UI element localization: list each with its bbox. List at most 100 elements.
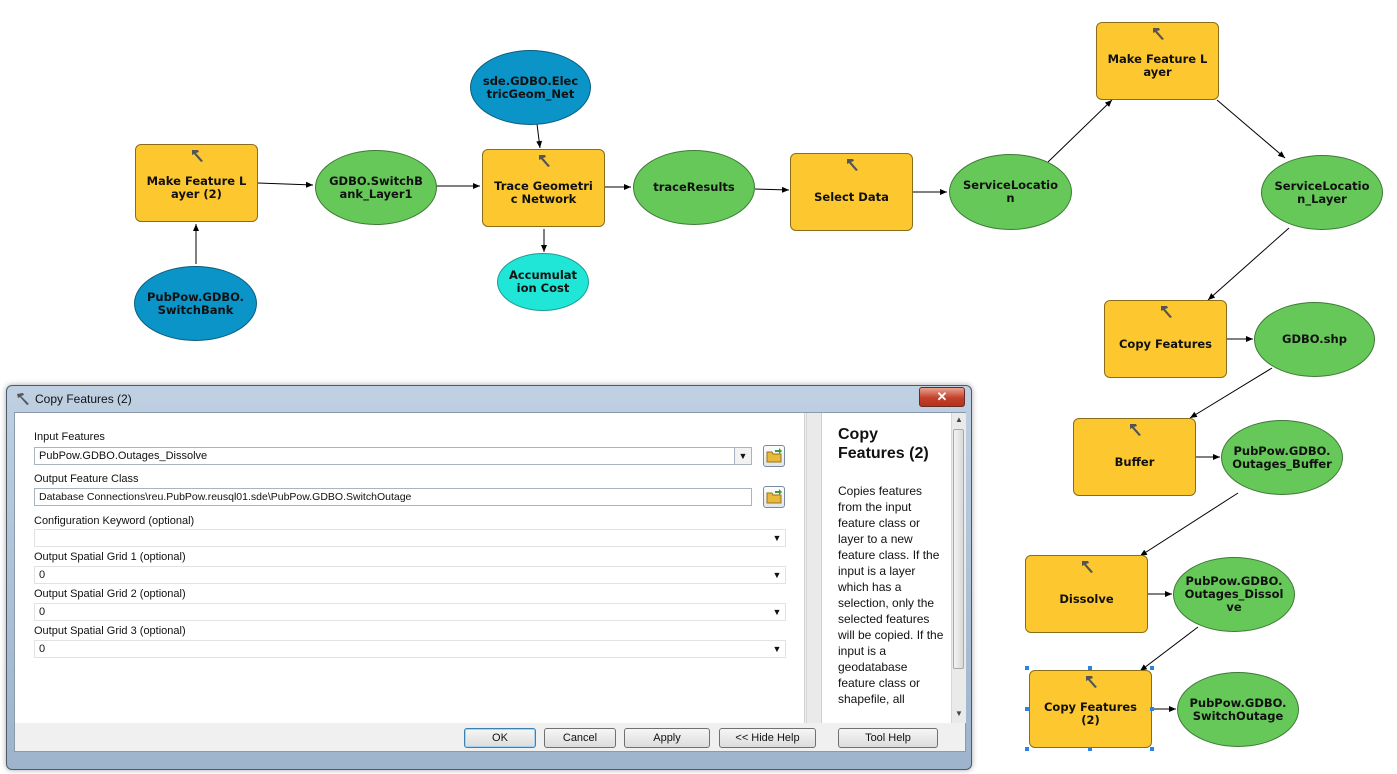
dropdown-arrow-icon[interactable]: ▼: [734, 448, 751, 464]
help-scrollbar[interactable]: ▲ ▼: [951, 413, 966, 723]
selection-handle[interactable]: [1088, 747, 1092, 751]
node-label: Make Feature Layer: [1107, 52, 1208, 79]
node-label: sde.GDBO.ElectricGeom_Net: [482, 73, 579, 101]
input-features-value: PubPow.GDBO.Outages_Dissolve: [39, 450, 208, 462]
tool-dissolve[interactable]: Dissolve: [1025, 555, 1148, 633]
config-keyword-label: Configuration Keyword (optional): [34, 515, 195, 527]
hammer-icon: [846, 159, 858, 171]
input-features-label: Input Features: [34, 431, 105, 443]
help-title: Copy Features (2): [838, 426, 929, 462]
hammer-icon: [538, 155, 550, 167]
data-gdbo-shp[interactable]: GDBO.shp: [1254, 302, 1375, 377]
hammer-icon: [1160, 306, 1172, 318]
data-service-location[interactable]: ServiceLocation: [949, 154, 1072, 230]
copy-features-dialog: Copy Features (2) ✕ Input Features PubPo…: [6, 385, 972, 770]
cancel-button[interactable]: Cancel: [544, 728, 616, 748]
browse-input-button[interactable]: [763, 445, 785, 467]
grid2-combo[interactable]: 0 ▼: [34, 603, 786, 621]
node-label: PubPow.GDBO.SwitchOutage: [1189, 695, 1287, 723]
dropdown-arrow-icon[interactable]: ▼: [772, 570, 782, 580]
scroll-up-icon[interactable]: ▲: [955, 415, 963, 424]
data-switch-outage[interactable]: PubPow.GDBO.SwitchOutage: [1177, 672, 1299, 747]
connector: [754, 186, 790, 193]
node-label: Copy Features: [1118, 336, 1213, 351]
input-features-combo[interactable]: PubPow.GDBO.Outages_Dissolve ▼: [34, 447, 752, 465]
ok-button[interactable]: OK: [464, 728, 536, 748]
dropdown-arrow-icon[interactable]: ▼: [772, 533, 782, 543]
node-label: Accumulation Cost: [508, 268, 578, 295]
grid3-combo[interactable]: 0 ▼: [34, 640, 786, 658]
connector: [1139, 626, 1199, 672]
node-label: Make Feature Layer (2): [146, 174, 247, 201]
hammer-icon: [1085, 676, 1097, 688]
tool-make-feature-layer-2[interactable]: Make Feature Layer (2): [135, 144, 258, 222]
close-button[interactable]: ✕: [919, 387, 965, 407]
selection-handle[interactable]: [1025, 707, 1029, 711]
form-scrollbar[interactable]: [806, 413, 821, 723]
grid2-label: Output Spatial Grid 2 (optional): [34, 588, 186, 600]
node-label: PubPow.GDBO.Outages_Dissolve: [1184, 574, 1284, 614]
selection-handle[interactable]: [1025, 747, 1029, 751]
folder-icon: [766, 489, 782, 504]
data-trace-results[interactable]: traceResults: [633, 150, 755, 225]
selection-handle[interactable]: [1150, 747, 1154, 751]
browse-output-button[interactable]: [763, 486, 785, 508]
scroll-thumb[interactable]: [953, 429, 964, 669]
data-outages-dissolve[interactable]: PubPow.GDBO.Outages_Dissolve: [1173, 557, 1295, 632]
tool-buffer[interactable]: Buffer: [1073, 418, 1196, 496]
connector: [1216, 99, 1286, 159]
node-label: Buffer: [1114, 454, 1155, 469]
tool-copy-features[interactable]: Copy Features: [1104, 300, 1227, 378]
dropdown-arrow-icon[interactable]: ▼: [772, 607, 782, 617]
config-keyword-combo[interactable]: ▼: [34, 529, 786, 547]
node-label: PubPow.GDBO.Outages_Buffer: [1232, 443, 1332, 471]
help-text: Copies features from the input feature c…: [838, 484, 944, 706]
grid1-value: 0: [39, 569, 46, 581]
tool-help-button[interactable]: Tool Help: [838, 728, 938, 748]
grid3-value: 0: [39, 643, 46, 655]
node-label: Dissolve: [1059, 591, 1114, 606]
tool-make-feature-layer[interactable]: Make Feature Layer: [1096, 22, 1219, 100]
hammer-icon: [191, 150, 203, 162]
connector: [1047, 99, 1113, 163]
data-pubpow-switchbank[interactable]: PubPow.GDBO.SwitchBank: [134, 266, 257, 341]
help-pane: Copy Features (2) Copies features from t…: [821, 413, 966, 723]
apply-button[interactable]: Apply: [624, 728, 710, 748]
data-gdbo-switchbank-layer1[interactable]: GDBO.SwitchBank_Layer1: [315, 150, 437, 225]
dropdown-arrow-icon[interactable]: ▼: [772, 644, 782, 654]
folder-icon: [766, 448, 782, 463]
node-label: ServiceLocation: [963, 178, 1058, 205]
data-outages-buffer[interactable]: PubPow.GDBO.Outages_Buffer: [1221, 420, 1343, 495]
grid1-combo[interactable]: 0 ▼: [34, 566, 786, 584]
node-label: ServiceLocation_Layer: [1274, 178, 1370, 206]
selection-handle[interactable]: [1025, 666, 1029, 670]
node-label: GDBO.SwitchBank_Layer1: [329, 173, 423, 201]
dialog-titlebar[interactable]: Copy Features (2) ✕: [7, 386, 971, 412]
connector: [536, 123, 543, 149]
data-service-location-layer[interactable]: ServiceLocation_Layer: [1261, 155, 1383, 230]
parameter-form: Input Features PubPow.GDBO.Outages_Disso…: [15, 413, 805, 723]
node-label: Select Data: [814, 189, 889, 204]
scroll-down-icon[interactable]: ▼: [955, 709, 963, 718]
tool-trace-geometric-network[interactable]: Trace Geometric Network: [482, 149, 605, 227]
node-label: Trace Geometric Network: [494, 179, 593, 206]
tool-copy-features-2-selected[interactable]: Copy Features (2): [1029, 670, 1152, 748]
connector: [1189, 367, 1273, 419]
output-class-label: Output Feature Class: [34, 473, 139, 485]
dialog-title: Copy Features (2): [35, 392, 132, 406]
grid2-value: 0: [39, 606, 46, 618]
selection-handle[interactable]: [1150, 707, 1154, 711]
data-sde-electricgeom-net[interactable]: sde.GDBO.ElectricGeom_Net: [470, 50, 591, 125]
tool-select-data[interactable]: Select Data: [790, 153, 913, 231]
hammer-icon: [1152, 28, 1164, 40]
hammer-icon: [1081, 561, 1093, 573]
output-class-input[interactable]: Database Connections\reu.PubPow.reusql01…: [34, 488, 752, 506]
hide-help-button[interactable]: << Hide Help: [719, 728, 816, 748]
connector: [1207, 227, 1290, 301]
hammer-icon: [1129, 424, 1141, 436]
selection-handle[interactable]: [1088, 666, 1092, 670]
connector: [257, 181, 314, 188]
data-accumulation-cost[interactable]: Accumulation Cost: [497, 253, 589, 311]
selection-handle[interactable]: [1150, 666, 1154, 670]
